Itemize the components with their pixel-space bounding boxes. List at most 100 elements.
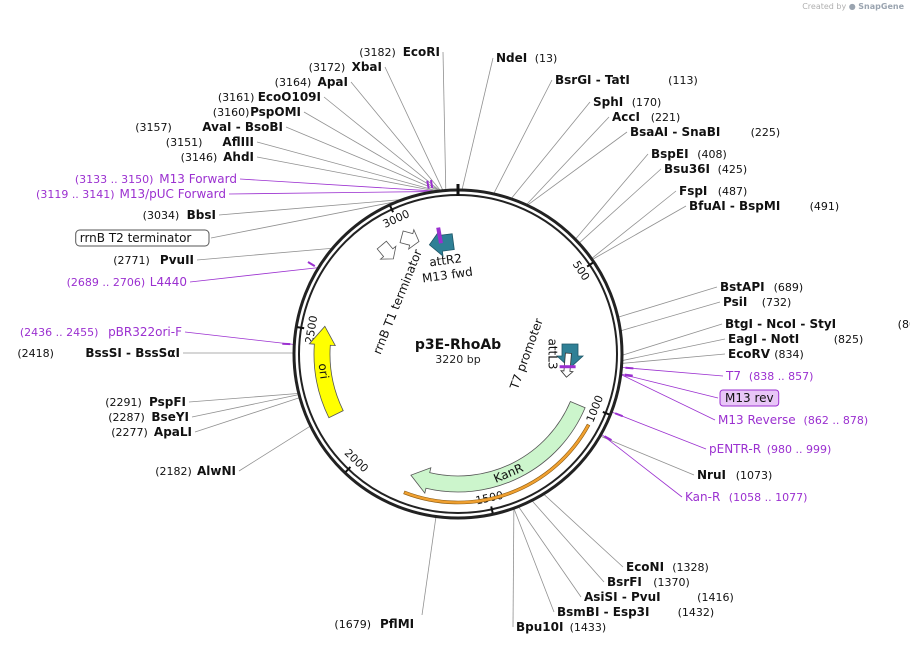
label-pbr322ori-f[interactable]: pBR322ori-F (2436 .. 2455) bbox=[20, 325, 182, 339]
connector-line bbox=[513, 509, 555, 613]
label-pentr-r[interactable]: pENTR-R(980 .. 999) bbox=[709, 442, 831, 456]
connector-line bbox=[256, 141, 436, 191]
label-position: (3164) bbox=[275, 76, 312, 89]
label-name: PflMI bbox=[380, 617, 414, 631]
label-position: (1433) bbox=[570, 621, 607, 634]
connector-line bbox=[184, 331, 294, 345]
label-acci[interactable]: AccI(221) bbox=[612, 110, 680, 124]
connector-line bbox=[622, 323, 723, 356]
label-ndei[interactable]: NdeI(13) bbox=[496, 51, 557, 65]
label-ecorv[interactable]: EcoRV(834) bbox=[728, 347, 804, 361]
feature-attl3-label: attL3 bbox=[546, 338, 560, 369]
label-t7[interactable]: T7(838 .. 857) bbox=[725, 369, 813, 383]
label-m13-reverse[interactable]: M13 Reverse (862 .. 878) bbox=[718, 413, 868, 427]
plasmid-center-title: p3E-RhoAb 3220 bp bbox=[415, 337, 501, 366]
label-btgi-ncoi-styi[interactable]: BtgI - NcoI - StyI(808) bbox=[725, 317, 910, 331]
label-position: (221) bbox=[651, 111, 681, 124]
label-sphi[interactable]: SphI(170) bbox=[593, 95, 661, 109]
feature-rrnb-t2-terminator-arrow[interactable] bbox=[399, 227, 422, 251]
label-name: NruI bbox=[697, 468, 726, 482]
feature-kanr-arrow[interactable] bbox=[410, 400, 586, 495]
label-apali[interactable]: ApaLI(2277) bbox=[111, 425, 192, 439]
label-pspomi[interactable]: PspOMI(3160) bbox=[213, 105, 301, 119]
label-xbai[interactable]: XbaI(3172) bbox=[309, 60, 382, 74]
label-position: (3157) bbox=[135, 121, 172, 134]
label-name: pBR322ori-F bbox=[108, 325, 182, 339]
connector-line bbox=[622, 338, 726, 361]
label-position: (808) bbox=[898, 318, 910, 331]
label-rrnb-t2-terminator[interactable]: rrnB T2 terminator bbox=[75, 229, 210, 247]
label-bseyi[interactable]: BseYI (2287) bbox=[108, 410, 189, 424]
label-name: M13 Reverse bbox=[718, 413, 796, 427]
label-position: (3146) bbox=[181, 151, 218, 164]
label-bpu10i[interactable]: Bpu10I(1433) bbox=[516, 620, 606, 634]
label-pflmi[interactable]: (1679) PflMI bbox=[334, 617, 414, 631]
snapgene-logo-icon: ● bbox=[848, 2, 856, 11]
label-bsmbi-esp3i[interactable]: BsmBI - Esp3I(1432) bbox=[557, 605, 714, 619]
connector-line bbox=[601, 434, 683, 498]
label-position: (1416) bbox=[697, 591, 734, 604]
connector-line bbox=[493, 79, 553, 194]
feature-t7-promoter-arrow[interactable] bbox=[560, 352, 574, 378]
label-m13-forward[interactable]: M13 Forward(3133 .. 3150) bbox=[75, 172, 237, 186]
label-name: FspI bbox=[679, 184, 707, 198]
connector-line bbox=[532, 500, 605, 583]
label-m13-rev[interactable]: M13 rev bbox=[719, 389, 780, 407]
label-name: BseYI bbox=[151, 410, 189, 424]
label-afliii[interactable]: AflIII(3151) bbox=[166, 135, 254, 149]
label-name: L4440 bbox=[150, 275, 187, 289]
label-fspi[interactable]: FspI(487) bbox=[679, 184, 747, 198]
label-ecori[interactable]: EcoRI(3182) bbox=[359, 45, 440, 59]
scale-tick bbox=[490, 506, 494, 514]
label-eagi-noti[interactable]: EagI - NotI(825) bbox=[728, 332, 863, 346]
label-m13-puc-forward[interactable]: M13/pUC Forward(3119 .. 3141) bbox=[36, 187, 226, 201]
label-pspfi[interactable]: PspFI(2291) bbox=[105, 395, 186, 409]
site-labels: EcoRI(3182)XbaI(3172)ApaI(3164)EcoO109I(… bbox=[17, 45, 910, 634]
label-bbsi[interactable]: BbsI(3034) bbox=[143, 208, 216, 222]
label-l4440[interactable]: L4440 (2689 .. 2706) bbox=[67, 275, 187, 289]
label-position: (2689 .. 2706) bbox=[67, 276, 146, 289]
label-position: (1679) bbox=[334, 618, 371, 631]
label-nrui[interactable]: NruI(1073) bbox=[697, 468, 772, 482]
connector-line bbox=[621, 374, 716, 421]
label-econi[interactable]: EcoNI(1328) bbox=[626, 560, 709, 574]
label-position: (3160) bbox=[213, 106, 250, 119]
label-name: BstAPI bbox=[720, 280, 765, 294]
label-bsrfi[interactable]: BsrFI(1370) bbox=[607, 575, 690, 589]
label-position: (2291) bbox=[105, 396, 142, 409]
label-psii[interactable]: PsiI(732) bbox=[723, 295, 791, 309]
scale-tick bbox=[297, 326, 305, 330]
label-bsaai-snabi[interactable]: BsaAI - SnaBI(225) bbox=[630, 125, 780, 139]
feature-ori-arrow[interactable] bbox=[308, 325, 344, 419]
label-alwni[interactable]: AlwNI(2182) bbox=[155, 464, 236, 478]
label-position: (2287) bbox=[108, 411, 145, 424]
label-bstapi[interactable]: BstAPI(689) bbox=[720, 280, 803, 294]
label-position: (2436 .. 2455) bbox=[20, 326, 99, 339]
connector-line bbox=[621, 373, 719, 399]
label-bsssi-bsss-i[interactable]: BssSI - BssSαI(2418) bbox=[17, 346, 180, 360]
label-ecoo109i[interactable]: EcoO109I(3161) bbox=[218, 90, 321, 104]
connector-line bbox=[189, 267, 318, 283]
label-asisi-pvui[interactable]: AsiSI - PvuI(1416) bbox=[584, 590, 734, 604]
label-name: BfuAI - BspMI bbox=[689, 199, 780, 213]
label-position: (3182) bbox=[359, 46, 396, 59]
label-ahdi[interactable]: AhdI(3146) bbox=[181, 150, 254, 164]
label-name: T7 bbox=[725, 369, 741, 383]
primer-site-mark bbox=[307, 261, 316, 268]
label-name: EcoNI bbox=[626, 560, 664, 574]
connector-line bbox=[518, 507, 582, 598]
label-position: (862 .. 878) bbox=[804, 414, 869, 427]
label-kan-r[interactable]: Kan-R(1058 .. 1077) bbox=[685, 490, 807, 504]
label-pvuii[interactable]: PvuII(2771) bbox=[113, 253, 194, 267]
feature-rrnb-t1-terminator-arrow[interactable] bbox=[374, 239, 401, 266]
label-avai-bsobi[interactable]: AvaI - BsoBI(3157) bbox=[135, 120, 283, 134]
label-bspei[interactable]: BspEI(408) bbox=[651, 147, 727, 161]
primer-site-mark bbox=[624, 374, 633, 378]
label-bsu36i[interactable]: Bsu36I(425) bbox=[664, 162, 747, 176]
connector-line bbox=[303, 111, 439, 191]
label-apai[interactable]: ApaI(3164) bbox=[275, 75, 348, 89]
primer-site-mark bbox=[614, 412, 624, 418]
label-bsrgi-tati[interactable]: BsrGI - TatI(113) bbox=[555, 73, 698, 87]
label-bfuai-bspmi[interactable]: BfuAI - BspMI(491) bbox=[689, 199, 839, 213]
